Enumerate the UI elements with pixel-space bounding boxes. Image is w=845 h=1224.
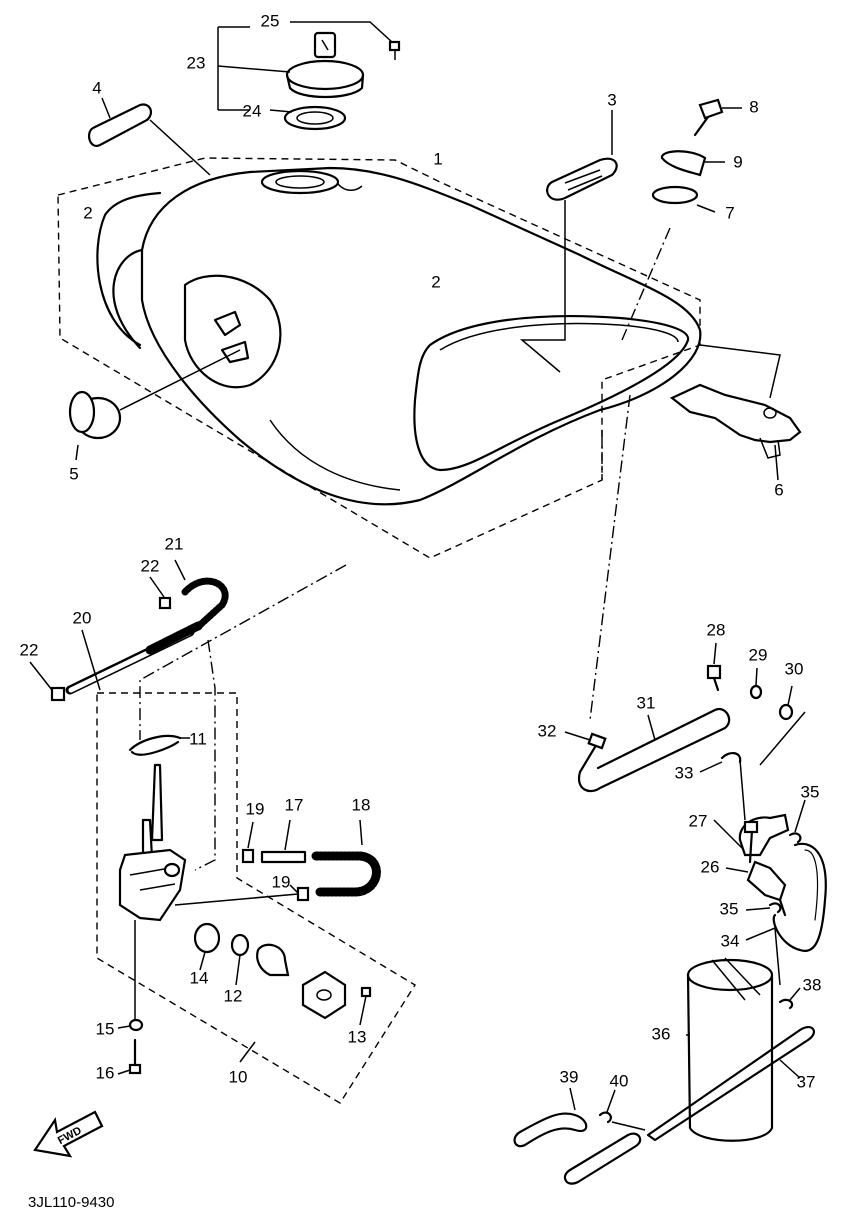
callout-6: 6 [774,480,783,499]
callout-28: 28 [707,620,726,639]
callout-2a: 2 [83,203,92,222]
callout-37: 37 [797,1072,816,1091]
bolt-16 [128,1038,142,1075]
fuel-hose-17 [260,850,307,864]
callout-40: 40 [610,1071,629,1090]
mount-bolt [693,98,724,137]
hose-clamp-19a [241,848,255,864]
callout-9: 9 [733,152,742,171]
clip-11 [128,734,182,756]
screw-13 [360,986,372,998]
callout-8: 8 [749,97,758,116]
callout-19a: 19 [246,799,265,818]
callout-5: 5 [69,464,78,483]
hose-clamp-40 [598,1111,612,1124]
hose-clamp-35b [768,902,782,914]
callout-18: 18 [352,795,371,814]
callout-32: 32 [538,721,557,740]
breather-hose-coil [181,577,229,629]
drain-hose-37 [646,1025,815,1142]
fuel-cock-assembly-boundary [96,692,416,1104]
callout-24: 24 [243,101,262,120]
charcoal-canister-36 [686,957,774,1142]
callout-3: 3 [607,90,616,109]
hose-39 [513,1112,588,1148]
washer-30 [778,703,794,721]
cock-plate [301,970,347,1020]
fuel-hose-20 [65,620,205,695]
rear-bracket [669,383,802,459]
callout-30: 30 [785,659,804,678]
damper-7 [651,185,699,205]
callout-27: 27 [689,811,708,830]
callout-14: 14 [190,968,209,987]
hose-clip-33 [720,752,742,764]
callout-22b: 22 [20,640,39,659]
callout-31: 31 [637,693,656,712]
callout-20: 20 [73,608,92,627]
hose-clamp-22a [158,596,172,610]
washer-9 [660,150,707,177]
callout-17: 17 [285,795,304,814]
bolt-28 [706,664,722,692]
callout-16: 16 [96,1063,115,1082]
cock-diaphragm-14 [193,922,221,954]
vent-hose-31 [577,707,731,793]
grommet-5 [68,390,122,440]
o-ring-12 [230,933,250,957]
nut-29 [749,684,763,700]
callout-4: 4 [92,78,101,97]
callout-35a: 35 [801,782,820,801]
callout-39: 39 [560,1067,579,1086]
callout-26: 26 [701,857,720,876]
tank-emblem [546,157,618,201]
callout-11: 11 [189,729,207,748]
callout-34: 34 [721,931,740,950]
fwd-arrow-icon: FWD [33,1110,104,1158]
callout-7: 7 [725,203,734,222]
callout-1: 1 [433,149,442,168]
callout-15: 15 [96,1019,115,1038]
fuel-hose-18-coil [311,851,381,897]
callout-25: 25 [261,11,280,30]
fuel-cap-gasket [283,105,347,131]
cap-screw [388,40,401,60]
callout-21: 21 [165,534,184,553]
cock-lever [256,943,290,977]
vent-hose-34 [772,842,827,953]
fuel-tank [112,166,702,506]
hose-clamp-22b [50,686,66,702]
fuel-cock [118,763,187,922]
callout-23: 23 [187,53,206,72]
washer-15 [128,1018,144,1032]
callout-19b: 19 [272,872,291,891]
callout-10: 10 [229,1067,248,1086]
hose-clamp-38 [778,998,794,1010]
trim-strip [87,103,153,147]
callout-2b: 2 [431,272,440,291]
callout-36: 36 [652,1024,671,1043]
diagram-code: 3JL110-9430 [28,1194,114,1211]
hose-clip-32 [587,732,607,750]
callout-22a: 22 [141,556,160,575]
hose-40-tube [563,1132,642,1185]
callout-13: 13 [348,1027,367,1046]
callout-29: 29 [749,645,768,664]
callout-35b: 35 [720,899,739,918]
callout-12: 12 [224,986,243,1005]
rollover-valve-26 [743,820,787,917]
callout-38: 38 [803,975,822,994]
callout-33: 33 [675,763,694,782]
fuel-cap [285,31,365,99]
rear-panel-left [96,191,162,347]
hose-clamp-19b [296,886,310,902]
hose-clamp-35a [788,832,802,844]
